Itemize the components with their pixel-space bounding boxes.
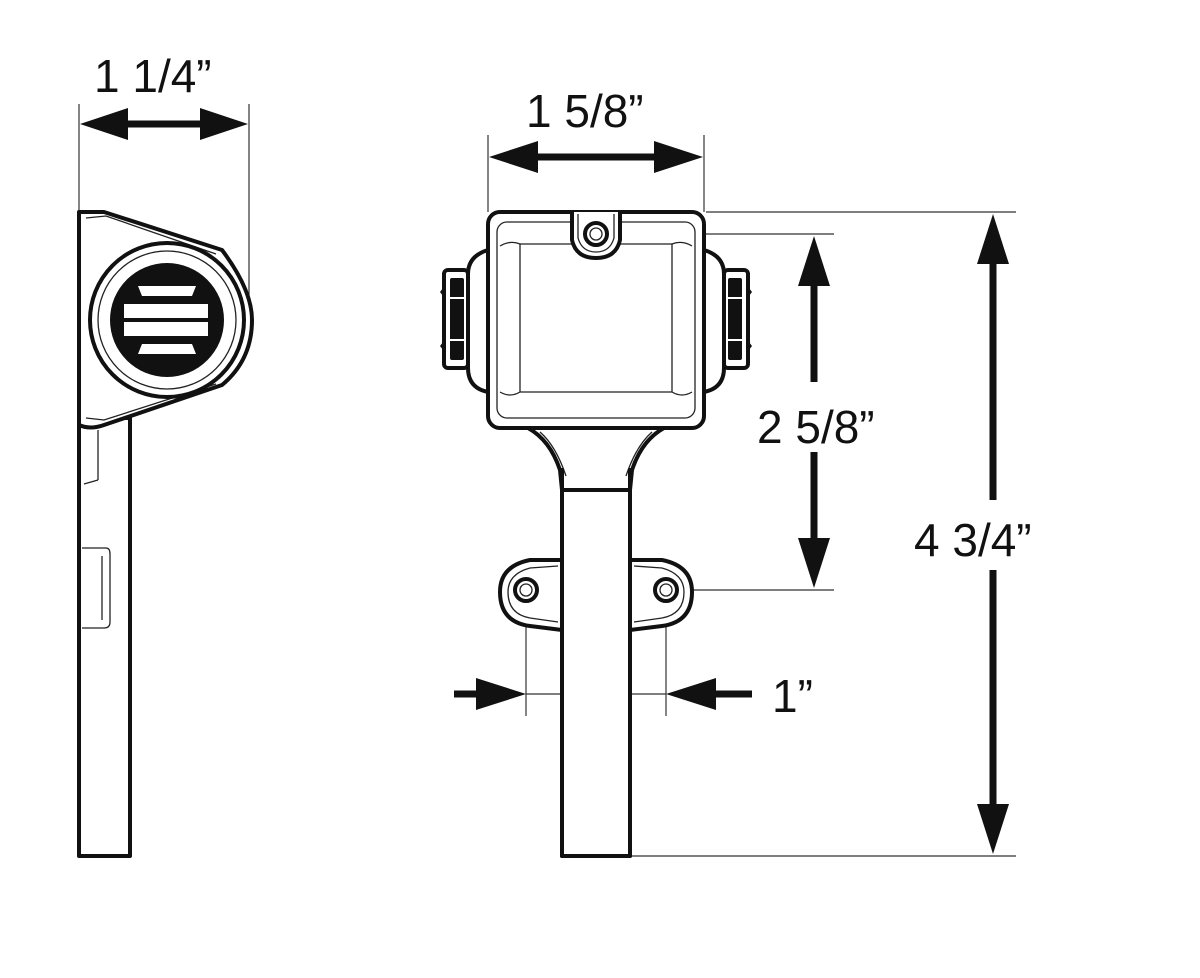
side-view: 1 1/4” [77,50,254,858]
front-width-dimension-arrow [489,141,703,173]
mount-hole-spacing-label: 1” [772,670,813,722]
mount-hole-right [653,577,679,603]
hole-to-mount-label: 2 5/8” [757,401,875,453]
front-view: 1 5/8” [440,85,1032,858]
left-connector [440,248,490,394]
side-stem [77,416,132,858]
side-width-label: 1 1/4” [94,50,212,102]
mount-hole-left [513,577,539,603]
overall-height-dimension-arrow [977,214,1009,854]
front-stem-gusset [526,426,666,492]
top-screw-boss [570,212,622,260]
side-width-dimension-arrow [80,108,248,140]
mount-hole-spacing-arrows [454,678,752,710]
side-lens-slots [124,286,208,354]
overall-height-label: 4 3/4” [914,514,1032,566]
right-connector [702,248,752,394]
top-screw-hole [583,221,609,247]
front-stem [560,450,632,858]
front-width-label: 1 5/8” [526,85,644,137]
mounting-flange [498,558,694,632]
hole-to-mount-dimension-arrow [798,236,830,588]
